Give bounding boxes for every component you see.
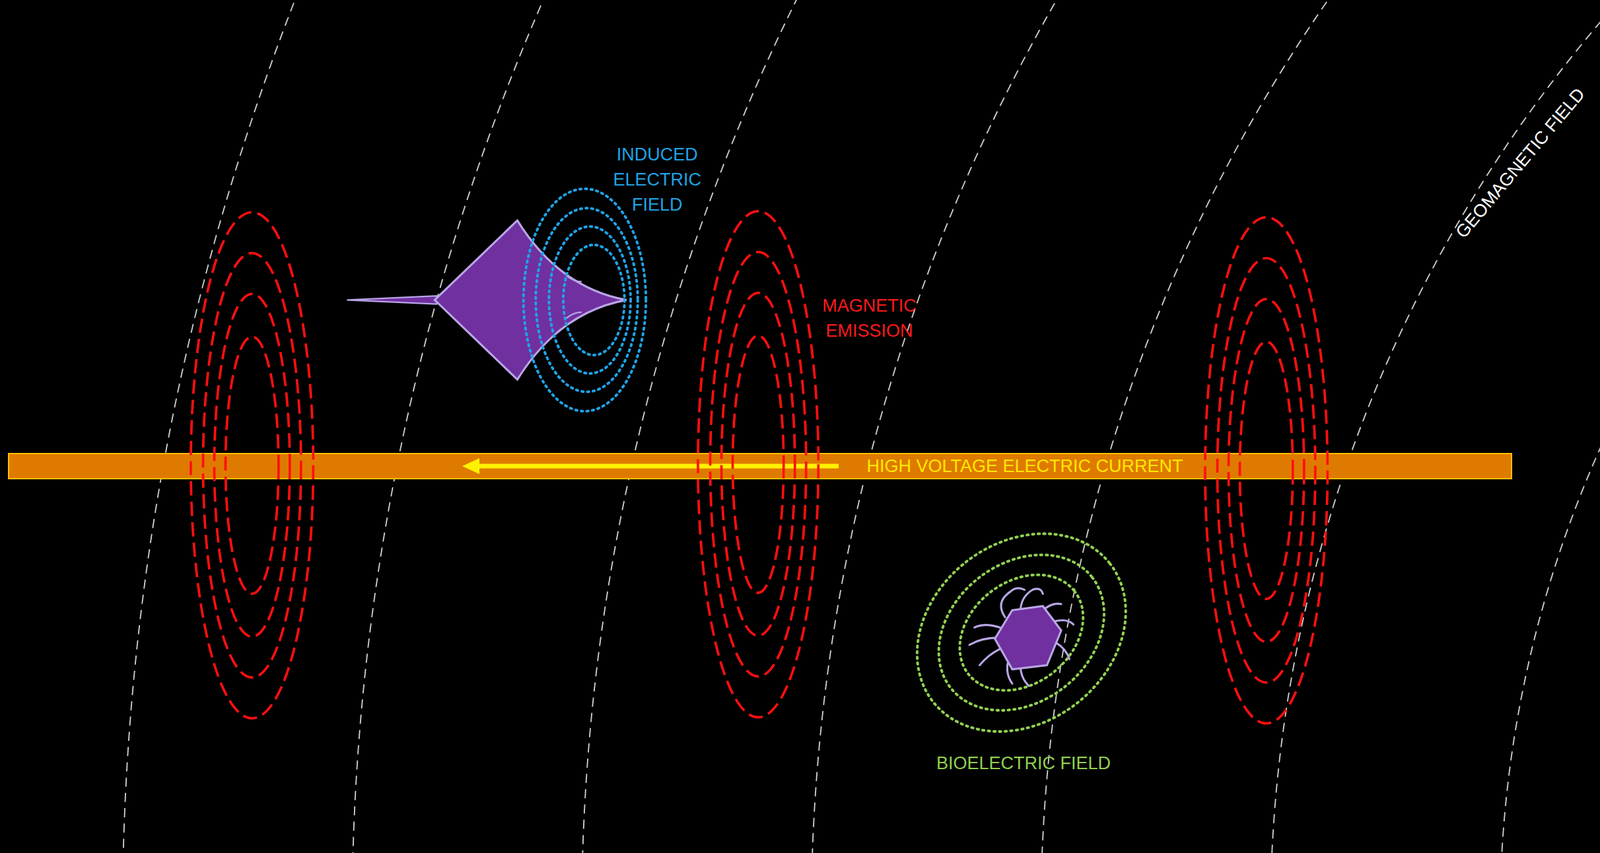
ray-figure — [346, 220, 627, 380]
geomagnetic-arc — [122, 0, 1600, 853]
ring-set — [1205, 217, 1328, 724]
geomagnetic-arc — [581, 0, 1600, 853]
field-label: INDUCED ELECTRIC FIELD — [607, 141, 707, 218]
bioelectric-field-rings — [877, 492, 1165, 773]
band-label: HIGH VOLTAGE ELECTRIC CURRENT — [866, 456, 1183, 477]
geomagnetic-arc — [1040, 0, 1600, 853]
magnetic-rings — [190, 211, 1328, 724]
current-band: HIGH VOLTAGE ELECTRIC CURRENT — [7, 452, 1513, 480]
field-label: BIOELECTRIC FIELD — [936, 750, 1111, 776]
ring-set — [697, 211, 819, 718]
geomagnetic-arc — [810, 0, 1600, 853]
current-arrow — [7, 452, 1513, 480]
geomagnetic-arc — [1270, 0, 1600, 853]
ring-set — [190, 211, 314, 719]
field-label: GEOMAGNETIC FIELD — [1450, 82, 1591, 244]
geomagnetic-arcs — [122, 0, 1600, 853]
crab-figure — [969, 588, 1074, 687]
induced-field-rings — [523, 188, 646, 412]
geomagnetic-arc — [351, 0, 1600, 853]
emission-label: MAGNETIC EMISSION — [814, 293, 924, 344]
